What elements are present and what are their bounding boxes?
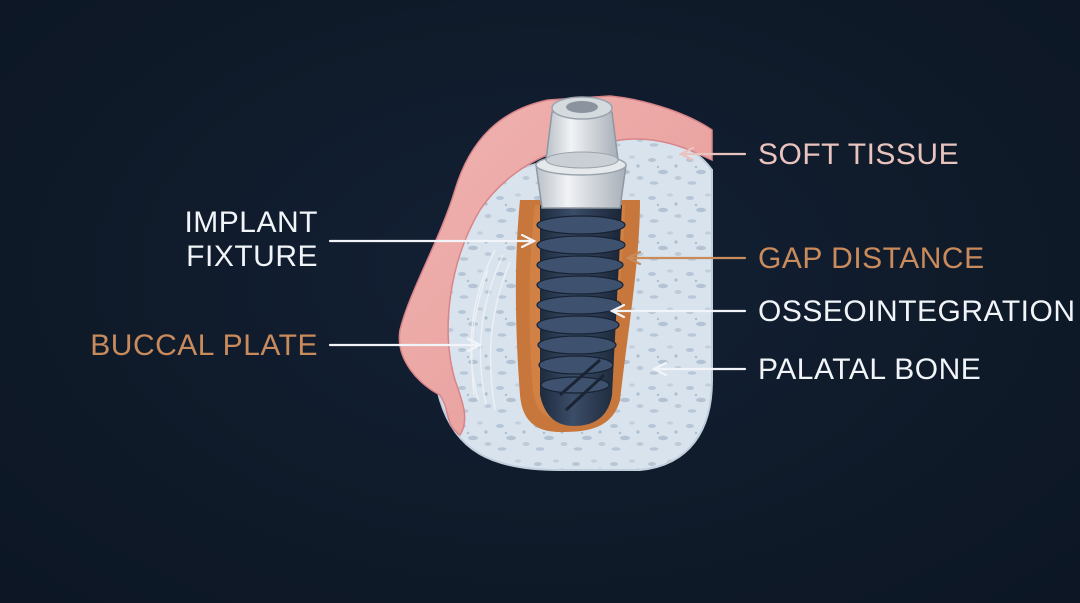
label-buccal-plate: BUCCAL PLATE bbox=[90, 329, 318, 362]
label-palatal-bone: PALATAL BONE bbox=[758, 353, 982, 386]
label-soft-tissue: SOFT TISSUE bbox=[758, 138, 960, 171]
leader-palatal-bone bbox=[651, 361, 747, 377]
label-gap-distance: GAP DISTANCE bbox=[758, 242, 985, 275]
leader-soft-tissue bbox=[678, 146, 747, 162]
leader-osseointegration bbox=[609, 303, 747, 319]
abutment bbox=[535, 96, 627, 209]
label-osseointegration: OSSEOINTEGRATION bbox=[758, 295, 1076, 328]
implant-fixture bbox=[536, 205, 626, 426]
leader-gap-distance bbox=[625, 250, 747, 266]
label-implant-fixture: IMPLANT FIXTURE bbox=[184, 206, 318, 273]
leader-implant-fixture bbox=[328, 233, 537, 249]
leader-buccal-plate bbox=[328, 337, 483, 353]
buccal-plate-fibers bbox=[470, 249, 511, 411]
